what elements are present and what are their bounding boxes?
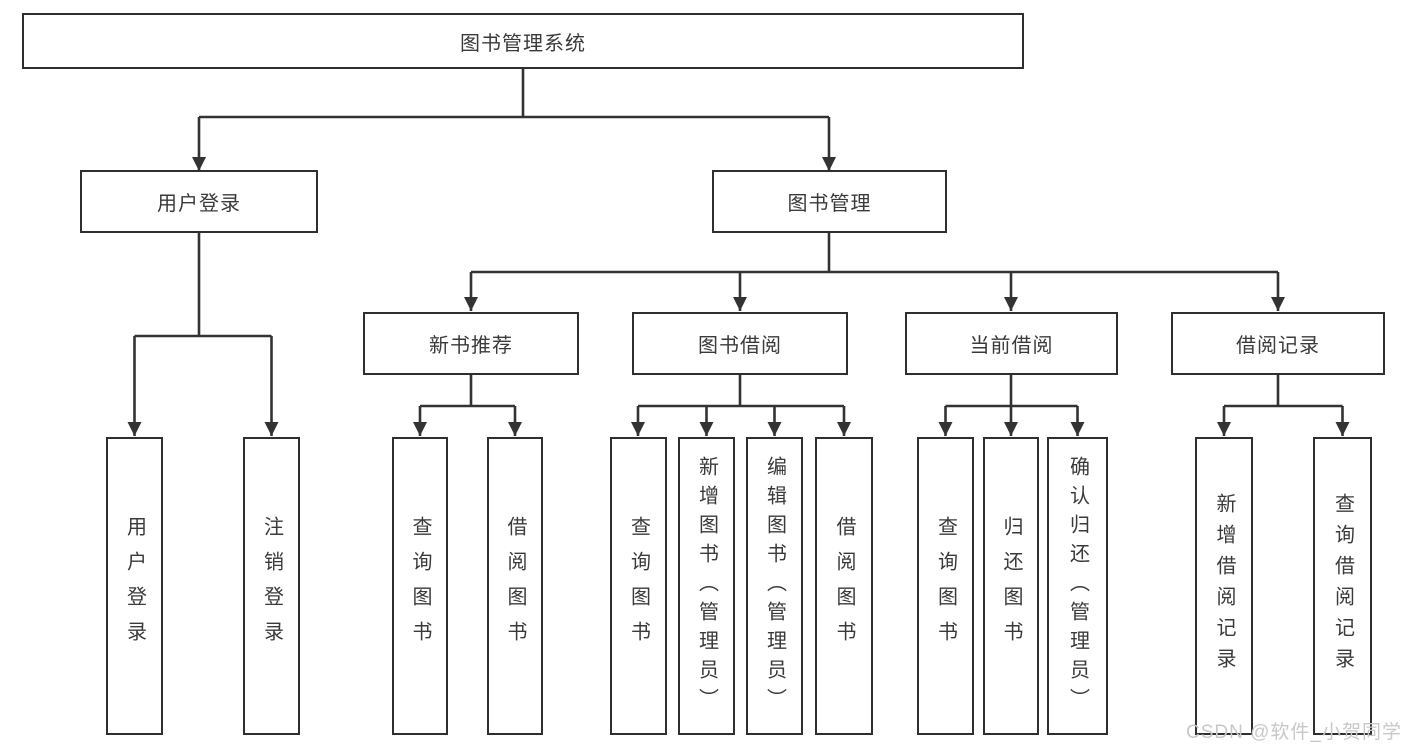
node-label: 新书推荐 [429, 335, 513, 357]
node-label: 当前借阅 [969, 335, 1054, 357]
node-label: 借阅图书 [504, 516, 526, 656]
node-label: 用户登录 [157, 193, 241, 215]
node-label: 归还图书 [1000, 516, 1022, 656]
node-label: 图书管理系统 [460, 32, 586, 55]
node-label: 新增借阅记录 [1213, 493, 1235, 679]
node-label: 用户登录 [123, 516, 146, 656]
node-label: 查询图书 [409, 516, 431, 656]
node-label: 借阅记录 [1236, 335, 1320, 357]
node-label: 注销登录 [260, 516, 283, 656]
leaf-borrow-book-recommend: 借阅图书 [487, 437, 543, 735]
node-label: 借阅图书 [833, 516, 855, 656]
leaf-query-book-borrow: 查询图书 [610, 437, 667, 735]
csdn-watermark: CSDN @软件_小贺同学 [1186, 722, 1402, 743]
node-user-login: 用户登录 [80, 170, 318, 233]
leaf-query-borrow-record: 查询借阅记录 [1313, 437, 1372, 735]
node-book-borrow: 图书借阅 [632, 312, 848, 375]
leaf-add-borrow-record: 新增借阅记录 [1195, 437, 1253, 735]
node-label: 编辑图书（管理员） [763, 455, 786, 717]
leaf-confirm-return-admin: 确认归还（管理员） [1047, 437, 1108, 735]
node-label: 查询图书 [627, 516, 650, 656]
node-borrow-records: 借阅记录 [1171, 312, 1385, 375]
leaf-logout: 注销登录 [243, 437, 300, 735]
node-new-book-recommend: 新书推荐 [363, 312, 579, 375]
node-current-borrow: 当前借阅 [905, 312, 1118, 375]
node-label: 确认归还（管理员） [1066, 455, 1089, 717]
leaf-query-book-current: 查询图书 [917, 437, 974, 735]
node-label: 新增图书（管理员） [695, 455, 718, 717]
leaf-user-login: 用户登录 [106, 437, 163, 735]
node-book-management: 图书管理 [712, 170, 947, 233]
leaf-borrow-book: 借阅图书 [815, 437, 873, 735]
node-library-management-system: 图书管理系统 [22, 13, 1024, 69]
leaf-add-book-admin: 新增图书（管理员） [678, 437, 735, 735]
leaf-return-book: 归还图书 [983, 437, 1039, 735]
node-label: 查询图书 [934, 516, 957, 656]
node-label: 图书管理 [787, 193, 872, 215]
leaf-edit-book-admin: 编辑图书（管理员） [746, 437, 803, 735]
leaf-query-book-recommend: 查询图书 [392, 437, 448, 735]
node-label: 查询借阅记录 [1331, 493, 1354, 679]
node-label: 图书借阅 [698, 335, 782, 357]
